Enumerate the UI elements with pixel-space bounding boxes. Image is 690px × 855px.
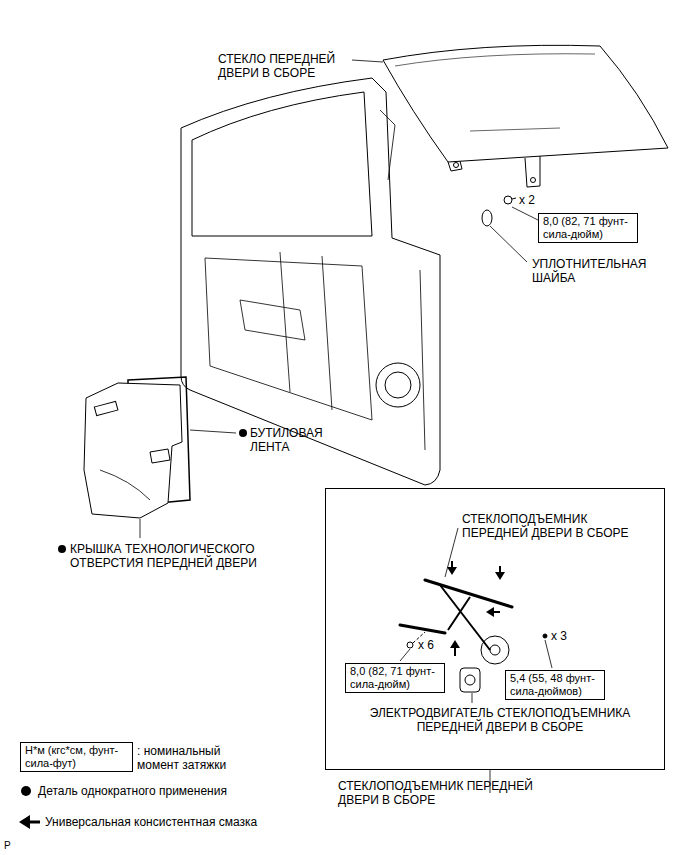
door-glass xyxy=(383,45,668,187)
door-glass xyxy=(395,54,595,66)
seal-washer xyxy=(482,210,492,226)
part-name: СТЕКЛОПОДЪЕМНИК ПЕРЕДНЕЙ ДВЕРИ В СБОРЕ xyxy=(462,512,652,540)
part-name: ЭЛЕКТРОДВИГАТЕЛЬ СТЕКЛОПОДЪЕМНИКА ПЕРЕДН… xyxy=(345,706,655,734)
grease-arrow xyxy=(486,607,494,617)
leader-line xyxy=(445,528,458,577)
quantity: x 6 xyxy=(418,638,434,652)
grease-arrow xyxy=(447,561,505,656)
door-panel xyxy=(205,258,372,420)
grease-arrow xyxy=(451,561,453,567)
leader-line xyxy=(472,693,473,703)
quantity: x 2 xyxy=(519,193,535,207)
single-use-dot xyxy=(21,429,247,796)
door-panel xyxy=(181,78,440,485)
torque-value: 8,0 (82, 71 фунт-сила-дюйм) xyxy=(350,665,440,691)
legend-torque-box: Н*м (кгс*см, фунт-сила-фут) xyxy=(20,742,133,772)
leader-line xyxy=(190,430,236,433)
window-regulator xyxy=(481,636,509,664)
group-heading: СТЕКЛОПОДЪЕМНИК ПЕРЕДНЕЙ ДВЕРИ В СБОРЕ xyxy=(338,779,538,807)
grease-arrow xyxy=(450,640,460,648)
grease-arrow xyxy=(495,572,505,580)
single-use-dot xyxy=(58,545,66,553)
window-regulator xyxy=(400,625,445,633)
bolt-symbol xyxy=(407,642,413,648)
single-use-dot xyxy=(21,786,31,796)
grease-arrow xyxy=(494,611,500,613)
grease-arrow xyxy=(499,566,501,572)
page-mark: P xyxy=(4,840,11,852)
door-glass xyxy=(531,178,536,183)
torque-box: 5,4 (55, 48 фунт-сила-дюймов) xyxy=(505,670,605,700)
door-panel xyxy=(192,92,372,236)
leader-line xyxy=(512,207,538,220)
door-panel xyxy=(380,110,395,180)
door-glass xyxy=(470,128,560,131)
window-regulator xyxy=(460,668,480,692)
bolt xyxy=(512,198,516,199)
window-regulator xyxy=(440,585,490,650)
part-name: УПЛОТНИТЕЛЬНАЯ ШАЙБА xyxy=(532,257,657,285)
grease-arrow xyxy=(447,567,457,575)
part-name: СТЕКЛО ПЕРЕДНЕЙ ДВЕРИ В СБОРЕ xyxy=(218,52,348,80)
leader-line xyxy=(140,519,141,538)
quantity: x 3 xyxy=(551,629,567,643)
leader-line xyxy=(140,60,552,793)
door-panel xyxy=(385,372,411,398)
service-hole-cover xyxy=(94,401,118,415)
service-hole-cover xyxy=(150,449,170,463)
part-name: БУТИЛОВАЯ ЛЕНТА xyxy=(250,426,340,454)
leader-line xyxy=(352,60,383,62)
door-glass xyxy=(454,163,459,168)
window-regulator xyxy=(490,645,500,655)
grease-arrow xyxy=(454,648,456,656)
door-panel xyxy=(376,363,420,407)
seal-washer xyxy=(482,210,492,226)
legend-text: Универсальная консистентная смазка xyxy=(45,815,257,829)
service-hole-cover xyxy=(84,383,182,518)
torque-value: Н*м (кгс*см, фунт-сила-фут) xyxy=(25,744,128,770)
legend-text: Деталь однократного применения xyxy=(38,784,227,798)
bolt xyxy=(504,196,512,204)
single-use-dot xyxy=(239,429,247,437)
torque-value: 5,4 (55, 48 фунт-сила-дюймов) xyxy=(510,672,600,698)
door-panel xyxy=(420,270,425,450)
door-panel xyxy=(181,78,440,485)
door-glass xyxy=(383,45,668,162)
legend-text: : номинальный момент затяжки xyxy=(137,744,262,772)
bolt xyxy=(504,196,516,204)
door-panel xyxy=(240,300,305,340)
door-glass xyxy=(448,161,462,171)
window-regulator xyxy=(425,580,512,607)
door-panel xyxy=(280,252,332,410)
bolt-symbol xyxy=(543,634,547,638)
service-hole-cover xyxy=(100,470,150,500)
door-glass xyxy=(525,156,540,187)
torque-value: 8,0 (82, 71 фунт-сила-дюйм) xyxy=(543,215,633,241)
leader-line xyxy=(400,649,410,661)
service-hole-cover xyxy=(84,383,182,518)
torque-box: 8,0 (82, 71 фунт-сила-дюйм) xyxy=(345,663,445,693)
leader-line xyxy=(545,640,552,668)
leader-line xyxy=(490,226,527,262)
torque-box: 8,0 (82, 71 фунт-сила-дюйм) xyxy=(538,213,638,243)
legend-grease-arrow xyxy=(19,815,40,829)
legend-grease-arrow xyxy=(19,815,30,829)
legend-grease-arrow xyxy=(30,821,40,824)
window-regulator xyxy=(465,675,475,685)
part-name: КРЫШКА ТЕХНОЛОГИЧЕСКОГО ОТВЕРСТИЯ ПЕРЕДН… xyxy=(70,542,282,570)
